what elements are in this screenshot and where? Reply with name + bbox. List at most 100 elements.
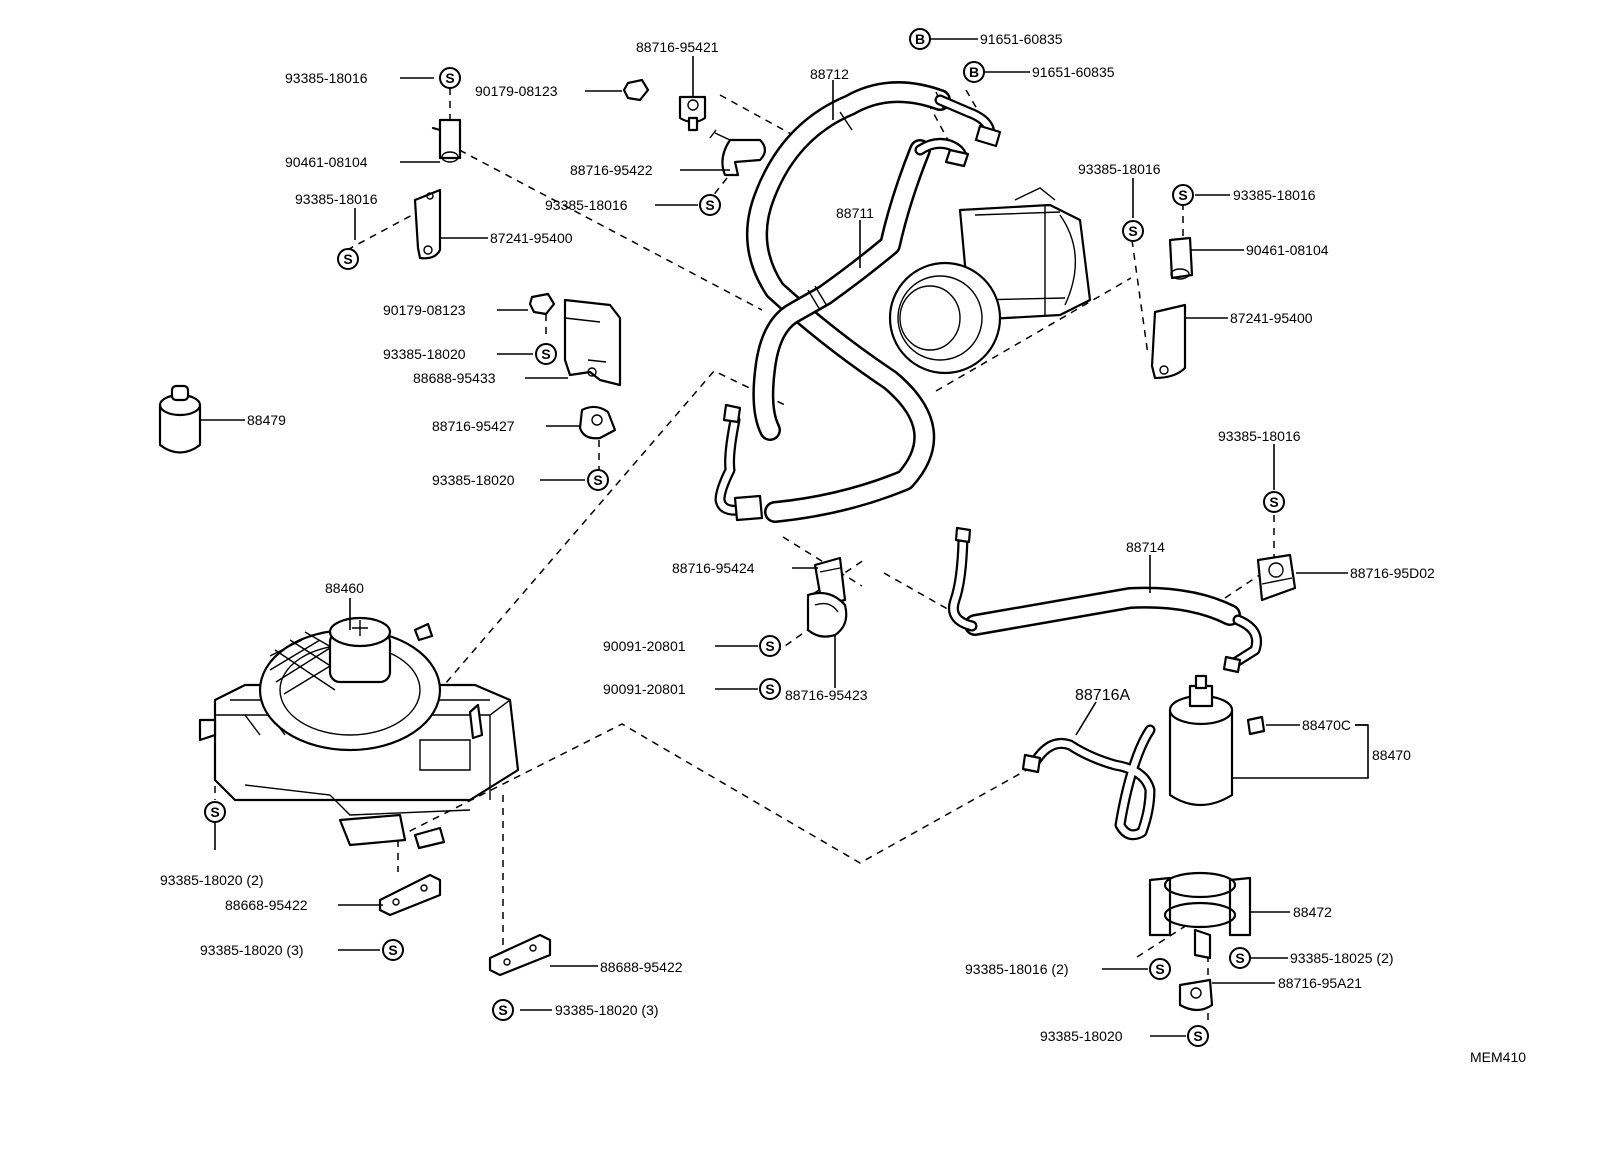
svg-text:S: S	[765, 681, 774, 697]
svg-text:S: S	[210, 804, 219, 820]
screw-symbol[interactable]: S	[492, 999, 514, 1021]
part-label[interactable]: 90091-20801	[603, 638, 686, 654]
part-label[interactable]: 93385-18016	[285, 70, 368, 86]
part-label[interactable]: 88472	[1293, 904, 1332, 920]
clamp-88716-95A21[interactable]	[1178, 978, 1214, 1012]
part-label[interactable]: 91651-60835	[980, 31, 1063, 47]
part-label[interactable]: 90091-20801	[603, 681, 686, 697]
part-label[interactable]: 88470C	[1302, 717, 1351, 733]
svg-text:S: S	[1269, 494, 1278, 510]
screw-symbol[interactable]: S	[759, 678, 781, 700]
clamp-88716-95422[interactable]	[709, 129, 767, 177]
part-label[interactable]: 93385-18016	[545, 197, 628, 213]
bracket-87241-95400-b[interactable]	[1150, 303, 1187, 380]
clamp-88716-95D02[interactable]	[1256, 553, 1297, 602]
part-label[interactable]: 88716-95423	[785, 687, 868, 703]
part-label[interactable]: 93385-18020	[432, 472, 515, 488]
screw-symbol[interactable]: S	[1172, 184, 1194, 206]
bracket-87241-95400-a[interactable]	[413, 188, 442, 260]
part-label[interactable]: 88711	[836, 205, 874, 221]
part-label[interactable]: 88479	[247, 412, 286, 428]
nut-90179-08123-b[interactable]	[528, 292, 556, 316]
leader-lines	[200, 38, 1369, 1037]
part-label[interactable]: 88716-95424	[672, 560, 755, 576]
screw-symbol[interactable]: S	[759, 635, 781, 657]
screw-symbol[interactable]: S	[337, 248, 359, 270]
svg-text:B: B	[915, 31, 925, 47]
part-label[interactable]: 93385-18016	[1078, 161, 1161, 177]
svg-text:S: S	[1235, 950, 1244, 966]
part-label[interactable]: 90179-08123	[475, 83, 558, 99]
hose-88711[interactable]	[752, 139, 931, 441]
part-label[interactable]: 93385-18025 (2)	[1290, 950, 1394, 966]
part-label[interactable]: 88716-95421	[636, 39, 719, 55]
svg-text:S: S	[593, 472, 602, 488]
part-label[interactable]: 88714	[1126, 539, 1165, 555]
screw-symbol[interactable]: S	[535, 343, 557, 365]
bracket-88472[interactable]	[1148, 871, 1252, 960]
part-label[interactable]: 88716-95A21	[1278, 975, 1362, 991]
part-label[interactable]: 87241-95400	[490, 230, 573, 246]
bolt-symbol[interactable]: B	[963, 61, 985, 83]
part-label[interactable]: 88716-95D02	[1350, 565, 1435, 581]
bracket-88668-95422-a[interactable]	[378, 873, 442, 917]
svg-text:S: S	[388, 942, 397, 958]
part-label[interactable]: 88688-95422	[600, 959, 683, 975]
part-label[interactable]: 93385-18020	[383, 346, 466, 362]
part-label[interactable]: 90179-08123	[383, 302, 466, 318]
screw-symbol[interactable]: S	[439, 67, 461, 89]
receiver-dryer[interactable]	[1168, 674, 1266, 806]
condenser-fan-assembly[interactable]	[198, 616, 520, 850]
screw-symbol[interactable]: S	[204, 801, 226, 823]
part-label[interactable]: 88716A	[1075, 687, 1130, 704]
part-label[interactable]: 93385-18016	[1218, 428, 1301, 444]
part-label[interactable]: 88716-95427	[432, 418, 515, 434]
hose-88714[interactable]	[947, 526, 1263, 674]
part-label[interactable]: 91651-60835	[1032, 64, 1115, 80]
screw-symbol[interactable]: S	[1229, 947, 1251, 969]
part-label[interactable]: 88712	[810, 66, 849, 82]
part-label[interactable]: 88668-95422	[225, 897, 308, 913]
compressor[interactable]	[888, 187, 1092, 375]
part-label[interactable]: 93385-18020 (3)	[200, 942, 304, 958]
part-label[interactable]: 88460	[325, 580, 364, 596]
clamp-88716-95427[interactable]	[578, 405, 617, 440]
screw-symbol[interactable]: S	[1187, 1025, 1209, 1047]
screw-symbol[interactable]: S	[1149, 958, 1171, 980]
bracket-88688-95422-b[interactable]	[488, 933, 552, 977]
screw-symbol[interactable]: S	[587, 469, 609, 491]
part-label[interactable]: 90461-08104	[285, 154, 368, 170]
part-label[interactable]: 88716-95422	[570, 162, 653, 178]
svg-text:S: S	[765, 638, 774, 654]
part-label[interactable]: 93385-18016	[1233, 187, 1316, 203]
svg-text:S: S	[1128, 223, 1137, 239]
svg-text:B: B	[969, 64, 979, 80]
part-label[interactable]: 93385-18016	[295, 191, 378, 207]
svg-text:S: S	[445, 70, 454, 86]
clamp-88716-95421[interactable]	[678, 95, 707, 132]
diagram-code: MEM410	[1470, 1049, 1526, 1065]
part-label[interactable]: 93385-18020	[1040, 1028, 1123, 1044]
screw-symbol[interactable]: S	[1263, 491, 1285, 513]
part-label[interactable]: 93385-18020 (3)	[555, 1002, 659, 1018]
screw-symbol[interactable]: S	[699, 194, 721, 216]
pipe-suction-lower[interactable]	[714, 403, 764, 522]
clamp-90461-08104-a[interactable]	[431, 118, 462, 163]
part-label[interactable]: 90461-08104	[1246, 242, 1329, 258]
part-label[interactable]: 88688-95433	[413, 370, 496, 386]
clamp-88716-95423[interactable]	[806, 591, 848, 638]
part-label[interactable]: 87241-95400	[1230, 310, 1313, 326]
part-label[interactable]: 88470	[1372, 747, 1411, 763]
part-88479[interactable]	[158, 384, 202, 454]
screw-symbol[interactable]: S	[1122, 220, 1144, 242]
part-label[interactable]: 93385-18016 (2)	[965, 961, 1069, 977]
part-label[interactable]: 93385-18020 (2)	[160, 872, 264, 888]
pipe-upper-fitting[interactable]	[914, 94, 1002, 168]
clamp-90461-08104-b[interactable]	[1168, 236, 1194, 280]
screw-symbol[interactable]: S	[382, 939, 404, 961]
nut-90179-08123-a[interactable]	[622, 78, 650, 102]
bracket-88688-95433[interactable]	[563, 298, 622, 387]
bolt-symbol[interactable]: B	[909, 28, 931, 50]
pipe-88716A[interactable]	[1021, 724, 1156, 841]
